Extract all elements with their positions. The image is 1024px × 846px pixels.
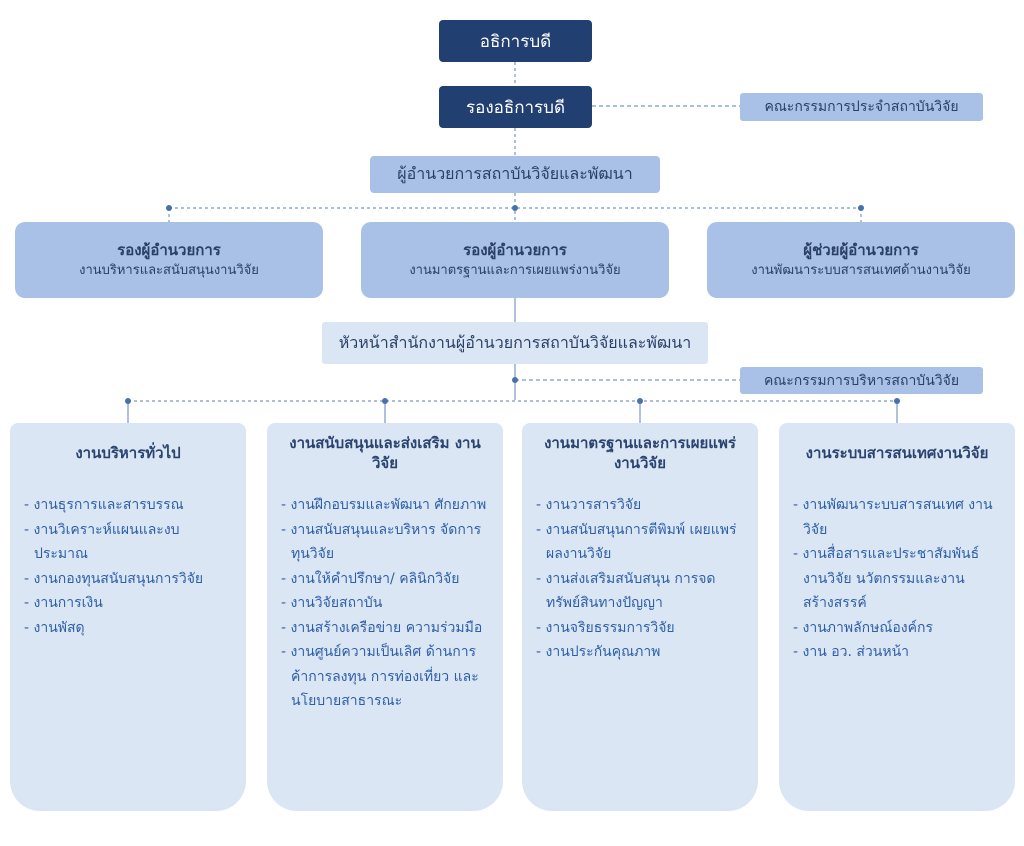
admin-committee-box: คณะกรรมการบริหารสถาบันวิจัย: [740, 367, 983, 394]
assistant-director-subtitle: งานพัฒนาระบบสารสนเทศด้านงานวิจัย: [751, 263, 971, 278]
deputy-standards-title: รองผู้อำนวยการ: [463, 241, 567, 259]
unit-task-item: - งานจริยธรรมการวิจัย: [536, 619, 675, 636]
unit-task-list: - งานฝึกอบรมและพัฒนา ศักยภาพ - งานสนับสน…: [281, 493, 489, 714]
unit-title: งานบริหารทั่วไป: [75, 444, 181, 462]
unit-task-item: - งานกองทุนสนับสนุนการวิจัย: [24, 570, 204, 587]
director-label: ผู้อำนวยการสถาบันวิจัยและพัฒนา: [397, 164, 633, 183]
admin-committee-label: คณะกรรมการบริหารสถาบันวิจัย: [763, 372, 960, 389]
deputy-standards-subtitle: งานมาตรฐานและการเผยแพร่งานวิจัย: [409, 263, 621, 278]
institute-committee-box: คณะกรรมการประจำสถาบันวิจัย: [740, 93, 983, 121]
unit-task-item: - งานการเงิน: [24, 595, 103, 611]
unit-card-research-support: งานสนับสนุนและส่งเสริม งานวิจัย - งานฝึก…: [267, 423, 503, 811]
unit-task-list: - งานพัฒนาระบบสารสนเทศ งานวิจัย - งานสื่…: [793, 493, 1001, 665]
unit-task-item: - งานพัฒนาระบบสารสนเทศ งานวิจัย: [793, 497, 993, 538]
unit-title: งานมาตรฐานและการเผยแพร่ งานวิจัย: [544, 434, 736, 472]
unit-task-item: - งานประกันคุณภาพ: [536, 644, 661, 660]
assistant-director-box: ผู้ช่วยผู้อำนวยการ งานพัฒนาระบบสารสนเทศด…: [707, 222, 1015, 298]
unit-task-item: - งานสร้างเครือข่าย ความร่วมมือ: [281, 619, 483, 636]
unit-task-item: - งานพัสดุ: [24, 619, 85, 636]
unit-card-standards: งานมาตรฐานและการเผยแพร่ งานวิจัย - งานวา…: [522, 423, 758, 811]
unit-task-item: - งานให้คำปรึกษา/ คลินิกวิจัย: [281, 570, 460, 587]
vice-president-box: รองอธิการบดี: [439, 86, 592, 128]
unit-card-information-systems: งานระบบสารสนเทศงานวิจัย - งานพัฒนาระบบสา…: [779, 423, 1015, 811]
office-head-label: หัวหน้าสำนักงานผู้อำนวยการสถาบันวิจัยและ…: [338, 332, 692, 352]
deputy-admin-title: รองผู้อำนวยการ: [117, 241, 221, 259]
office-head-box: หัวหน้าสำนักงานผู้อำนวยการสถาบันวิจัยและ…: [322, 322, 708, 364]
unit-title: งานระบบสารสนเทศงานวิจัย: [805, 444, 989, 462]
unit-task-item: - งานสนับสนุนและบริหาร จัดการทุนวิจัย: [281, 521, 482, 563]
unit-task-list: - งานธุรการและสารบรรณ - งานวิเคราะห์แผนแ…: [24, 493, 232, 640]
unit-task-item: - งานวิจัยสถาบัน: [281, 595, 383, 611]
deputy-admin-subtitle: งานบริหารและสนับสนุนงานวิจัย: [79, 263, 259, 278]
deputy-standards-box: รองผู้อำนวยการ งานมาตรฐานและการเผยแพร่งา…: [361, 222, 669, 298]
unit-task-item: - งานศูนย์ความเป็นเลิศ ด้านการค้าการลงทุ…: [281, 644, 479, 709]
unit-task-list: - งานวารสารวิจัย - งานสนับสนุนการตีพิมพ์…: [536, 493, 744, 665]
president-label: อธิการบดี: [479, 31, 552, 52]
unit-title: งานสนับสนุนและส่งเสริม งานวิจัย: [289, 434, 481, 472]
deputy-admin-box: รองผู้อำนวยการ งานบริหารและสนับสนุนงานวิ…: [15, 222, 323, 298]
unit-task-item: - งานธุรการและสารบรรณ: [24, 497, 184, 513]
unit-task-item: - งานสื่อสารและประชาสัมพันธ์ งานวิจัย นว…: [793, 546, 980, 611]
director-box: ผู้อำนวยการสถาบันวิจัยและพัฒนา: [370, 156, 660, 193]
unit-task-item: - งานภาพลักษณ์องค์กร: [793, 619, 933, 636]
institute-committee-label: คณะกรรมการประจำสถาบันวิจัย: [764, 99, 959, 115]
unit-task-item: - งานส่งเสริมสนับสนุน การจดทรัพย์สินทางป…: [536, 570, 716, 612]
assistant-director-title: ผู้ช่วยผู้อำนวยการ: [803, 241, 919, 259]
unit-task-item: - งานฝึกอบรมและพัฒนา ศักยภาพ: [281, 497, 487, 513]
unit-card-general-admin: งานบริหารทั่วไป - งานธุรการและสารบรรณ - …: [10, 423, 246, 811]
unit-task-item: - งานวิเคราะห์แผนและงบประมาณ: [24, 521, 180, 563]
unit-task-item: - งาน อว. ส่วนหน้า: [793, 644, 910, 660]
unit-task-item: - งานวารสารวิจัย: [536, 497, 642, 513]
unit-task-item: - งานสนับสนุนการตีพิมพ์ เผยแพร่ผลงานวิจั…: [536, 521, 737, 563]
vice-president-label: รองอธิการบดี: [465, 97, 566, 118]
president-box: อธิการบดี: [439, 20, 592, 62]
